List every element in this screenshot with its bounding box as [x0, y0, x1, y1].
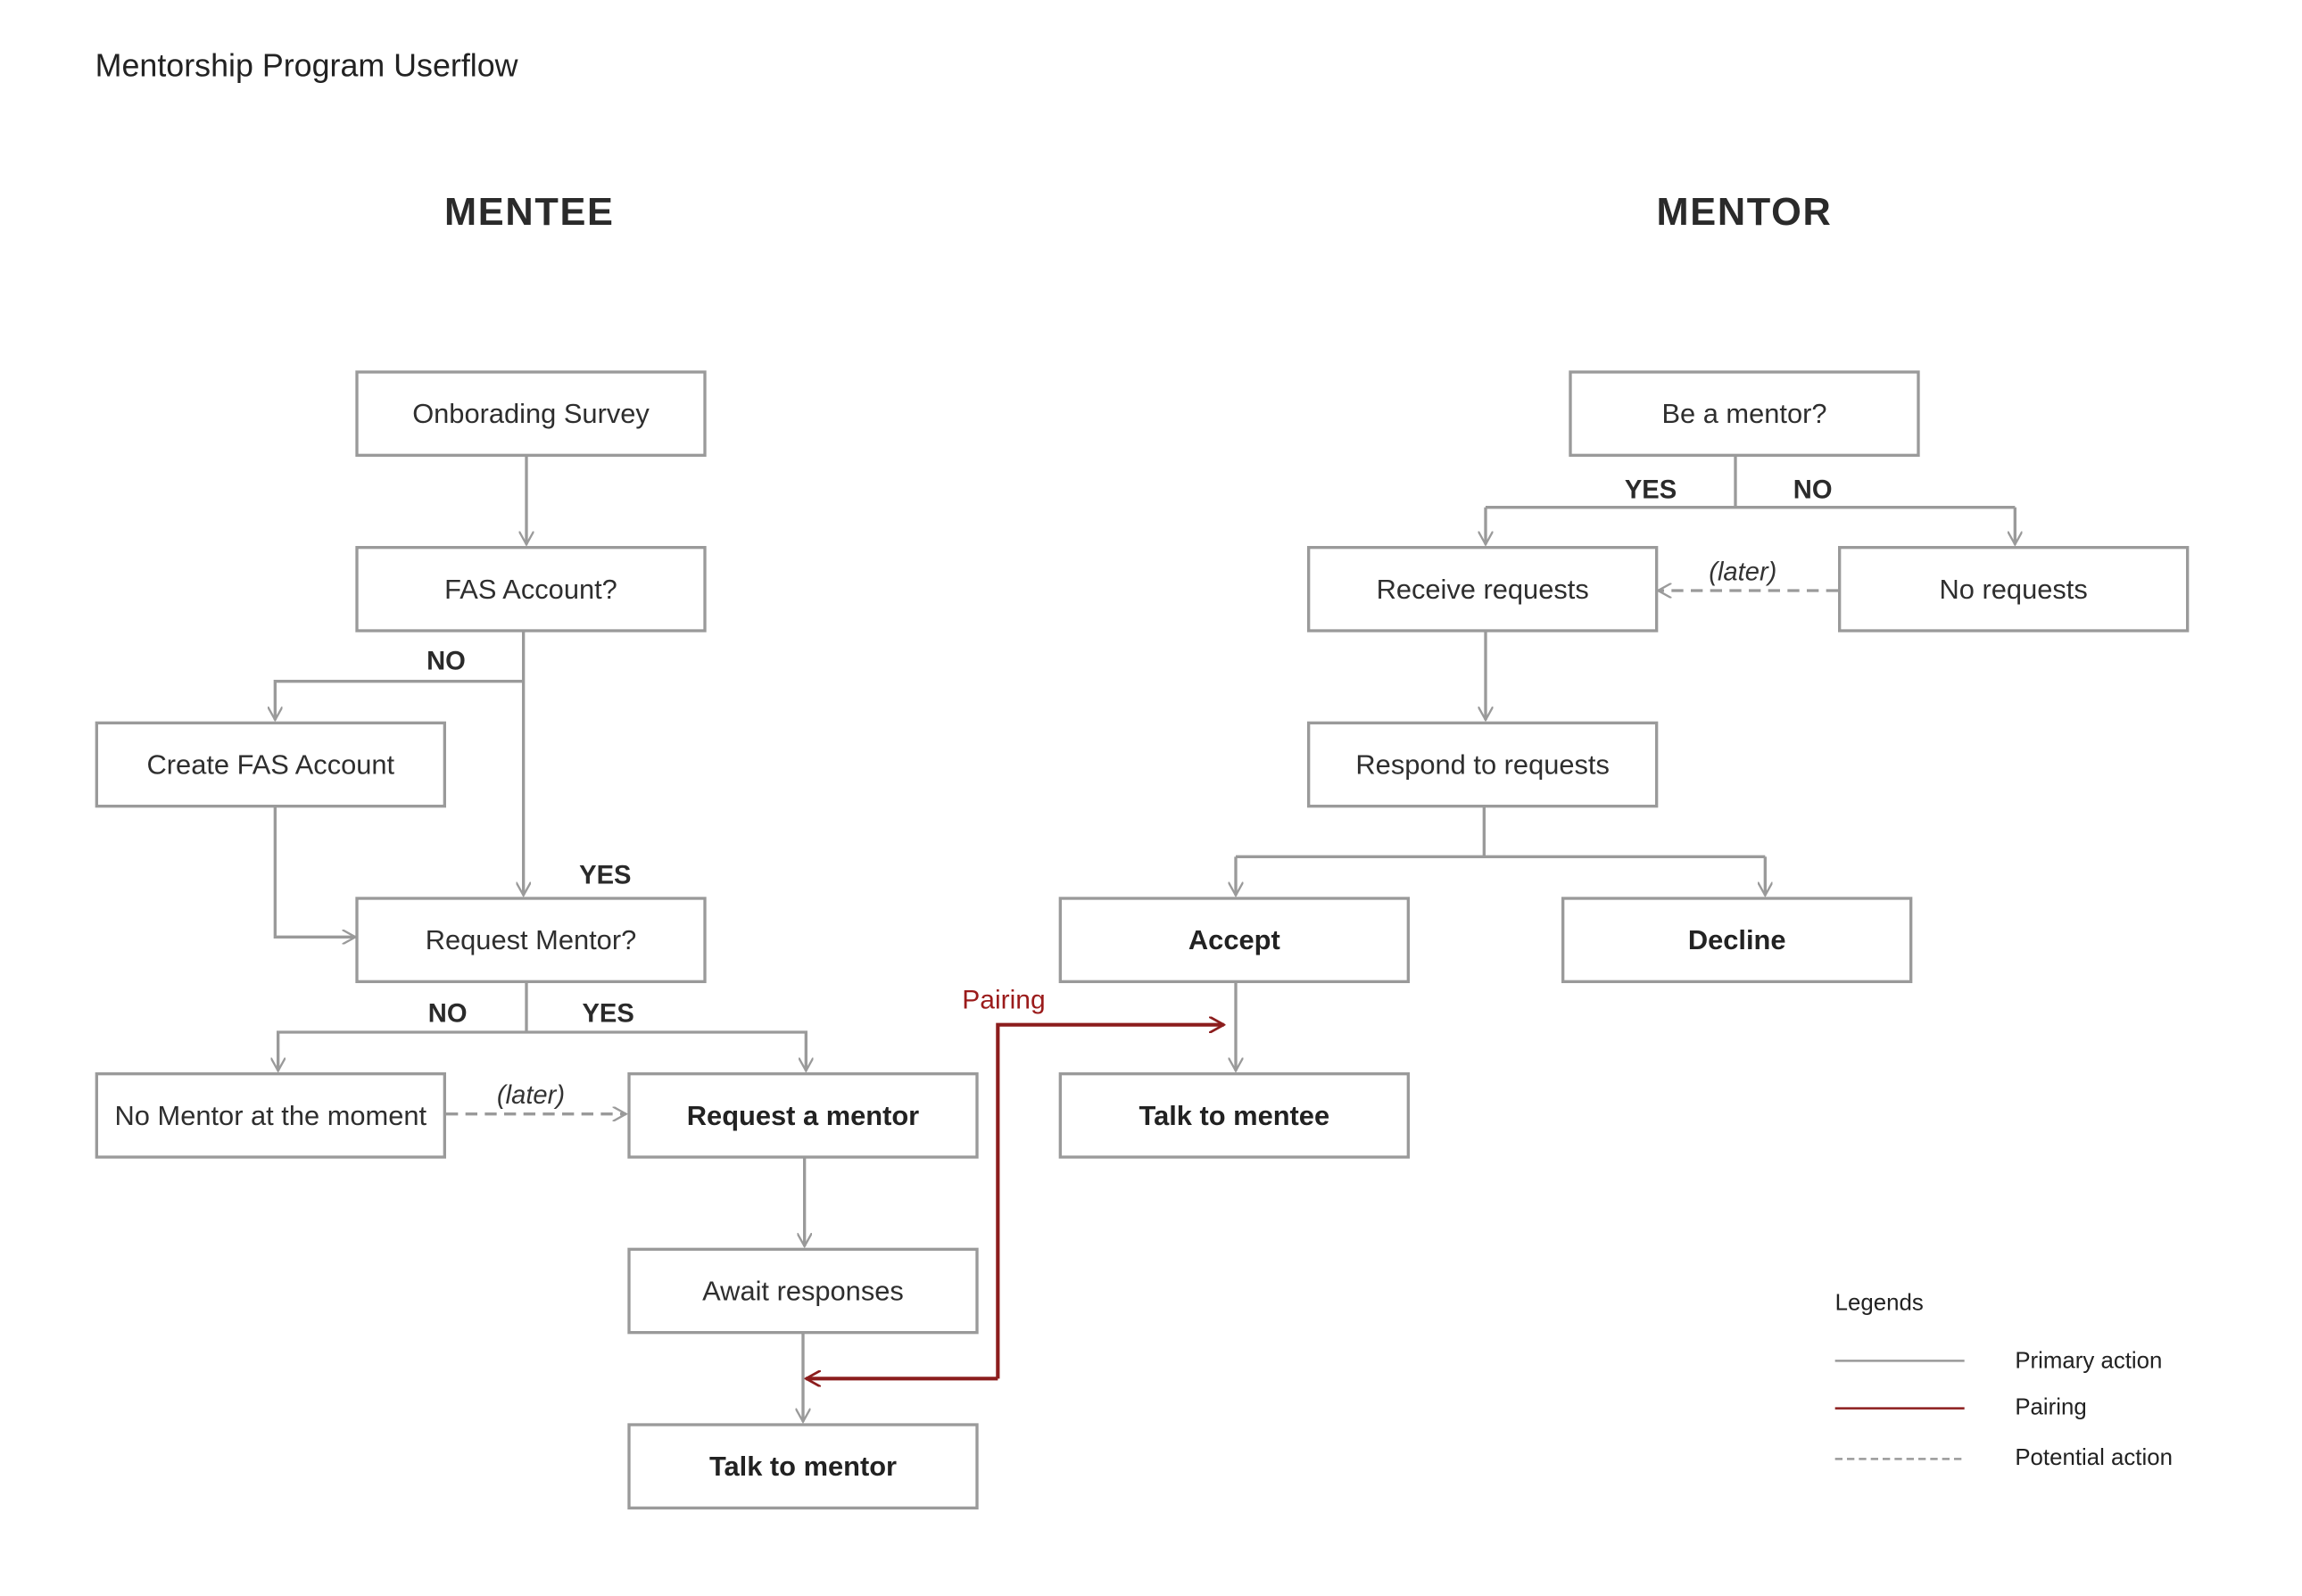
legend-label-pairing: Pairing [2015, 1394, 2086, 1419]
node-request-mentor-question: Request Mentor? [355, 897, 707, 984]
node-accept: Accept [1058, 897, 1411, 984]
label-pairing: Pairing [962, 985, 1045, 1014]
node-await-responses: Await responses [627, 1247, 979, 1335]
node-decline: Decline [1561, 897, 1913, 984]
node-label: Request a mentor [687, 1100, 919, 1131]
page-title: Mentorship Program Userflow [95, 47, 518, 83]
edge-fas-no-to-create [275, 680, 524, 720]
node-request-a-mentor: Request a mentor [627, 1072, 979, 1159]
legend-title: Legends [1835, 1291, 1924, 1316]
node-label: Be a mentor? [1661, 398, 1826, 429]
node-label: Talk to mentee [1139, 1100, 1330, 1131]
edge-request-no-to-nomentor [278, 1030, 526, 1071]
node-label: No Mentor at the moment [115, 1100, 427, 1131]
node-respond-to-requests: Respond to requests [1307, 721, 1659, 808]
legend: Legends Primary action Pairing Potential… [1834, 1291, 2173, 1470]
label-mentor-no: NO [1793, 476, 1833, 505]
node-label: Request Mentor? [426, 924, 636, 955]
label-mentor-yes: YES [1625, 476, 1677, 505]
node-no-mentor: No Mentor at the moment [95, 1072, 446, 1159]
node-receive-requests: Receive requests [1307, 546, 1659, 633]
node-label: Receive requests [1377, 574, 1589, 605]
legend-label-potential: Potential action [2015, 1445, 2173, 1470]
node-label: Onborading Survey [412, 398, 650, 429]
node-label: Accept [1188, 924, 1280, 955]
node-label: Respond to requests [1355, 749, 1609, 781]
label-later-mentee: (later) [497, 1081, 565, 1110]
node-label: FAS Account? [444, 574, 617, 605]
node-label: Await responses [702, 1276, 904, 1307]
label-fas-yes: YES [579, 861, 631, 889]
label-request-yes: YES [582, 999, 633, 1028]
label-later-mentor: (later) [1709, 558, 1776, 586]
node-be-a-mentor: Be a mentor? [1569, 370, 1920, 458]
edge-create-to-request [273, 806, 355, 938]
node-label: Create FAS Account [147, 749, 395, 781]
node-onboarding-survey: Onborading Survey [355, 370, 707, 458]
node-label: Decline [1688, 924, 1786, 955]
mentee-column-title: MENTEE [444, 191, 615, 234]
node-label: No requests [1940, 574, 2088, 605]
pairing-edges [806, 1025, 1223, 1379]
node-label: Talk to mentor [709, 1451, 897, 1482]
node-create-fas-account: Create FAS Account [95, 721, 446, 808]
mentor-edges [1236, 455, 2015, 1071]
legend-label-primary: Primary action [2015, 1349, 2162, 1374]
edge-request-yes-to-requestamentor [526, 1030, 806, 1071]
node-fas-account: FAS Account? [355, 546, 707, 633]
label-fas-no: NO [426, 647, 466, 675]
label-request-no: NO [428, 999, 468, 1028]
mentor-column-title: MENTOR [1657, 191, 1833, 234]
node-talk-to-mentor: Talk to mentor [627, 1423, 979, 1510]
edge-pairing-to-mentor [996, 1025, 1223, 1379]
mentee-edges [275, 455, 806, 1421]
node-talk-to-mentee: Talk to mentee [1058, 1072, 1411, 1159]
node-no-requests: No requests [1838, 546, 2190, 633]
